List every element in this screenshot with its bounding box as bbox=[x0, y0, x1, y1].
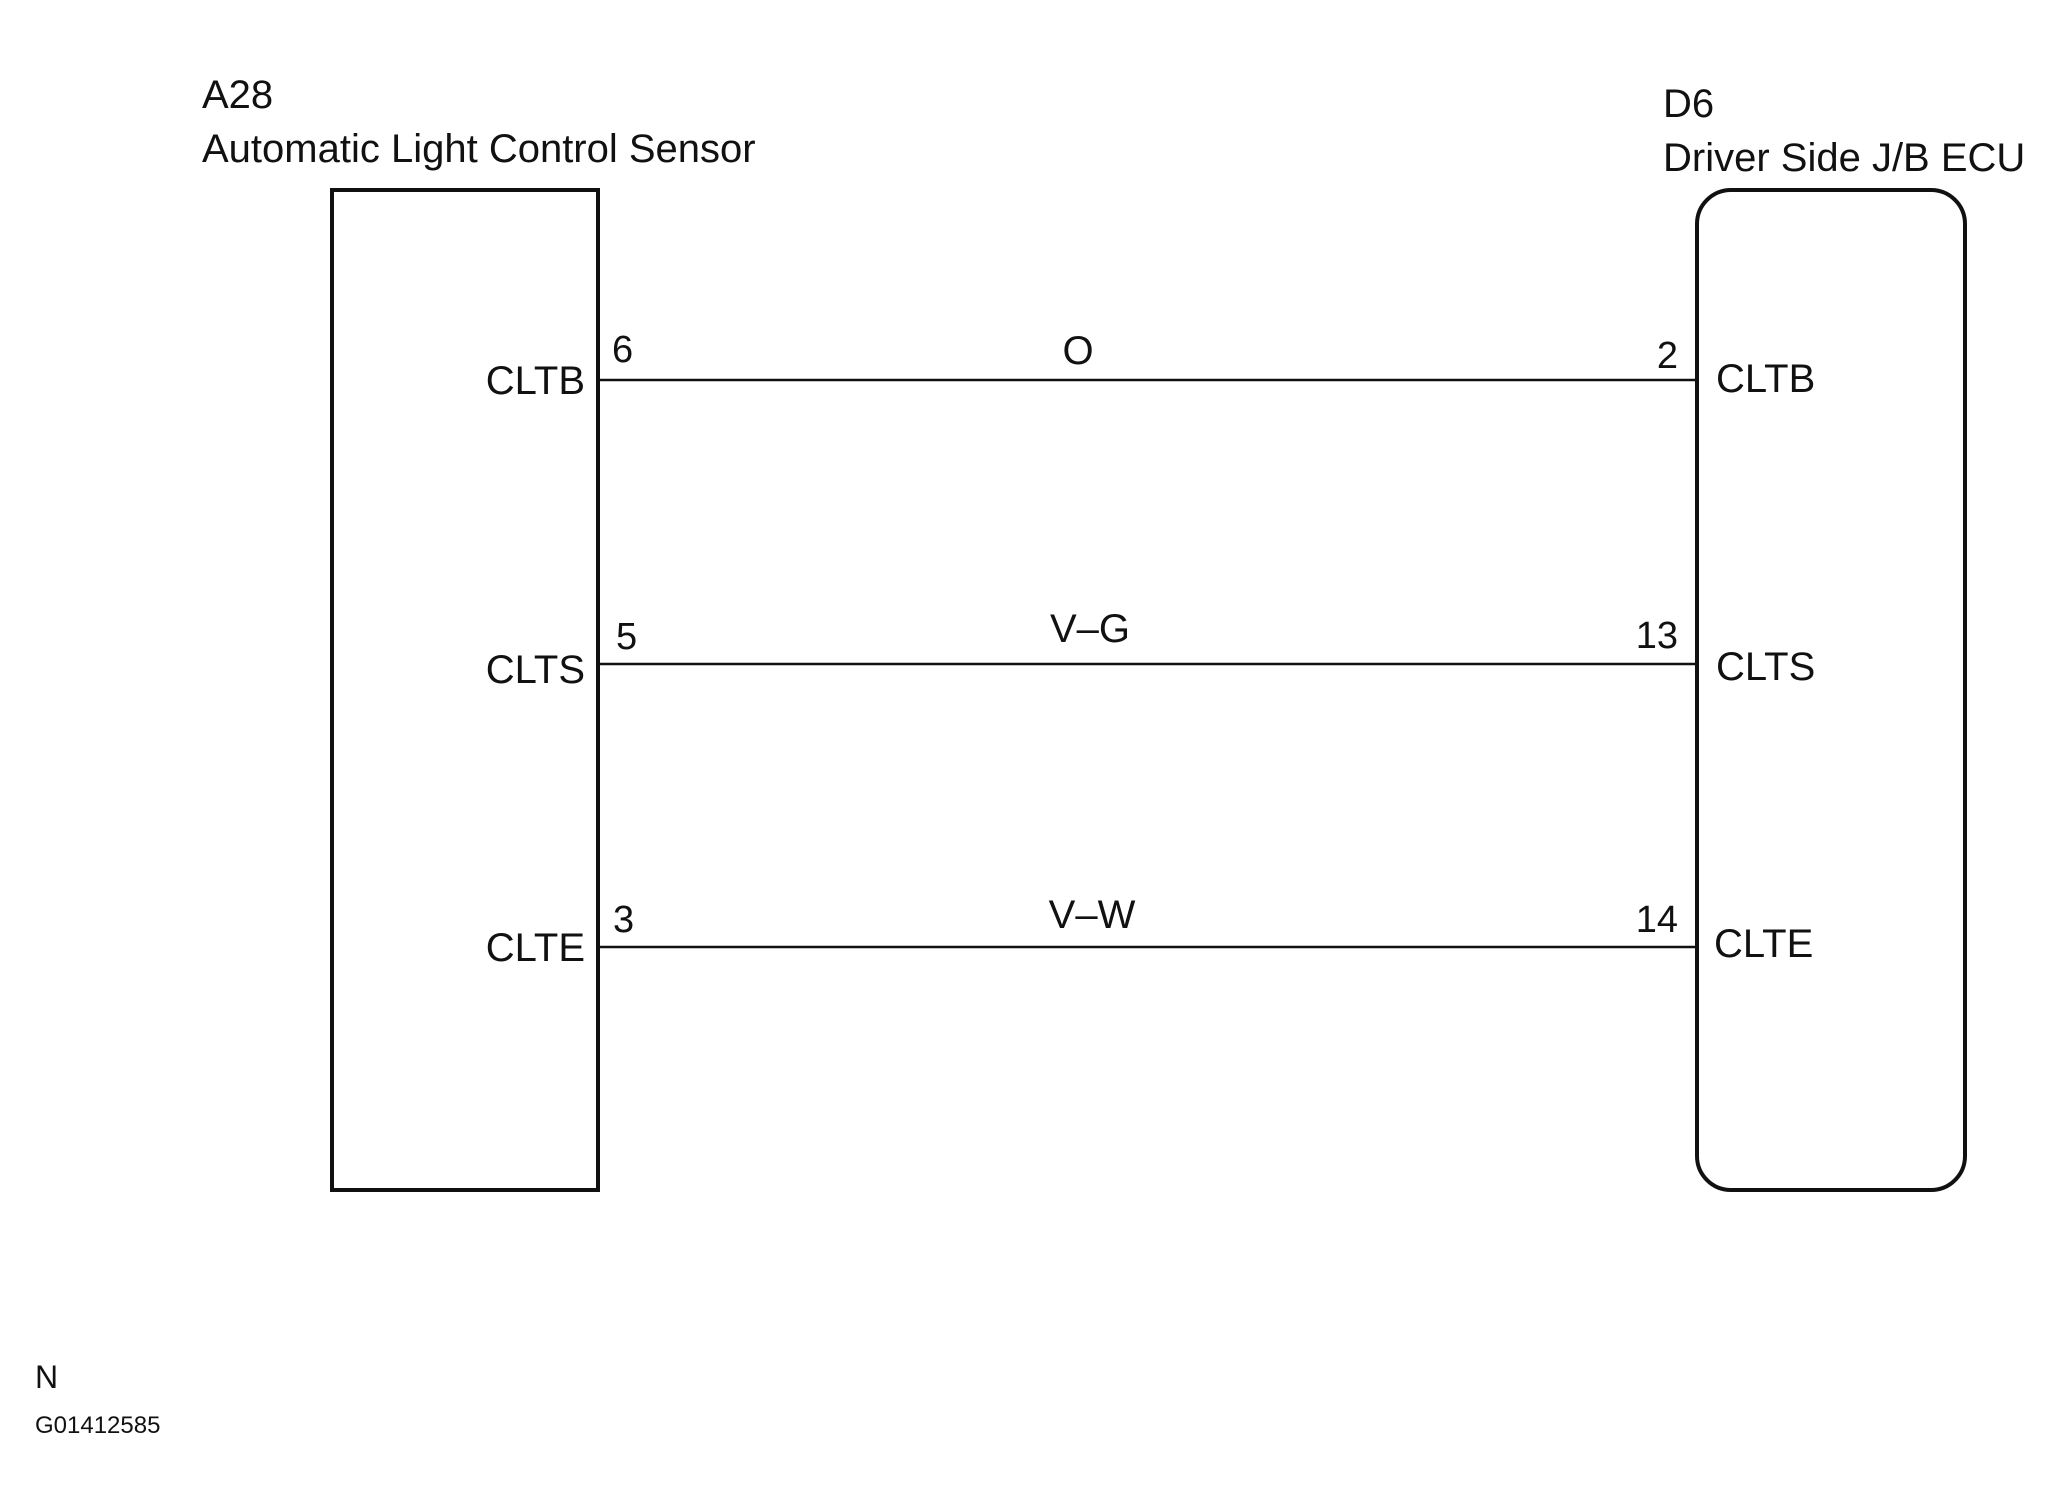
left-pin-name: CLTS bbox=[486, 648, 585, 692]
right-pin-number: 13 bbox=[1636, 615, 1678, 657]
right-component-box bbox=[1695, 188, 1967, 1192]
left-pin-name: CLTE bbox=[486, 926, 585, 970]
left-component-code: A28 bbox=[202, 73, 273, 117]
right-pin-number: 14 bbox=[1636, 899, 1678, 941]
left-component-box bbox=[330, 188, 600, 1192]
footer-mark: N bbox=[35, 1359, 58, 1395]
wire-color-label: V–G bbox=[1050, 607, 1130, 651]
wire-row: CLTE 3 V–W 14 CLTE bbox=[486, 893, 1814, 970]
wire-color-label: O bbox=[1062, 329, 1093, 373]
left-pin-number: 6 bbox=[612, 329, 633, 371]
left-pin-number: 5 bbox=[616, 616, 637, 658]
right-pin-name: CLTB bbox=[1716, 357, 1815, 401]
figure-code: G01412585 bbox=[35, 1412, 160, 1439]
right-pin-name: CLTS bbox=[1716, 645, 1815, 689]
wire-color-label: V–W bbox=[1049, 893, 1136, 937]
left-component-name: Automatic Light Control Sensor bbox=[202, 127, 756, 171]
right-component-code: D6 bbox=[1663, 82, 1714, 126]
wire-row: CLTS 5 V–G 13 CLTS bbox=[486, 607, 1816, 692]
left-pin-number: 3 bbox=[613, 899, 634, 941]
left-pin-name: CLTB bbox=[486, 359, 585, 403]
wire-row: CLTB 6 O 2 CLTB bbox=[486, 329, 1816, 403]
right-pin-number: 2 bbox=[1657, 335, 1678, 377]
right-pin-name: CLTE bbox=[1714, 922, 1813, 966]
right-component-name: Driver Side J/B ECU bbox=[1663, 136, 2025, 180]
